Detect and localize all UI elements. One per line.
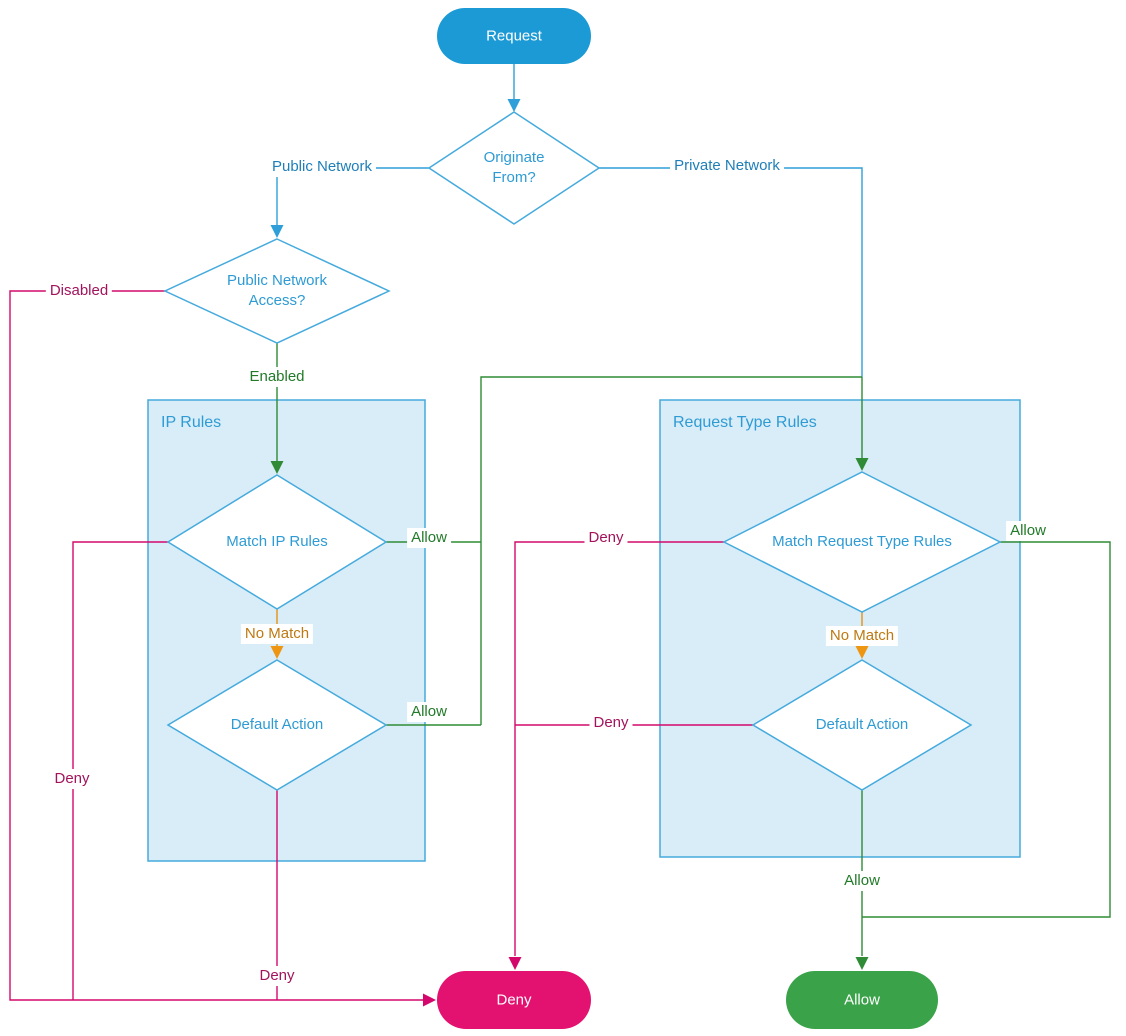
request-node-label: Request: [486, 27, 542, 45]
public-network-access-label: Public Network Access?: [226, 271, 328, 309]
public-network-edge-label: Public Network: [267, 157, 377, 177]
rt-default-action-diamond: [751, 659, 973, 791]
allow-terminal-node: [786, 971, 938, 1029]
match-request-type-rules-label: Match Request Type Rules: [772, 532, 952, 550]
ip-match-deny-edge-label: Deny: [50, 769, 94, 789]
edge-private-network: [599, 167, 863, 377]
edge-ip-match-deny: [72, 541, 168, 1000]
match-ip-rules-diamond: [166, 474, 388, 610]
match-request-type-rules-diamond: [722, 471, 1002, 613]
rt-default-allow-edge-label: Allow: [840, 871, 884, 891]
arrowhead-into-match-request-type: [855, 458, 869, 471]
ip-default-deny-edge-label: Deny: [255, 966, 299, 986]
match-ip-rules-label: Match IP Rules: [226, 532, 328, 550]
arrowhead-into-deny-node-left: [423, 993, 436, 1007]
arrowhead-into-deny-node-top: [508, 957, 522, 970]
deny-terminal-node: [437, 971, 591, 1029]
public-network-access-diamond: [163, 238, 391, 344]
allow-node-label: Allow: [844, 991, 880, 1009]
deny-node-label: Deny: [496, 991, 532, 1009]
arrowhead-into-originate: [507, 99, 521, 112]
originate-from-diamond: [427, 111, 601, 225]
arrowhead-into-public-network-access: [270, 225, 284, 238]
ip-match-allow-edge-label: Allow: [407, 528, 451, 548]
ip-default-allow-edge-label: Allow: [407, 702, 451, 722]
rt-default-action-label: Default Action: [815, 715, 909, 733]
ip-default-action-label: Default Action: [230, 715, 324, 733]
arrowhead-into-match-ip-rules: [270, 461, 284, 474]
arrowhead-into-ip-default-action: [270, 646, 284, 659]
disabled-edge-label: Disabled: [45, 281, 113, 301]
edge-rt-match-allow: [862, 541, 1111, 918]
rt-match-deny-edge-label: Deny: [584, 528, 628, 548]
arrowhead-into-rt-default-action: [855, 646, 869, 659]
arrowhead-into-allow-node: [855, 957, 869, 970]
enabled-edge-label: Enabled: [245, 367, 309, 387]
request-type-rules-group-title: Request Type Rules: [673, 414, 817, 431]
rt-default-deny-edge-label: Deny: [589, 713, 633, 733]
ip-no-match-edge-label: No Match: [240, 624, 314, 644]
originate-from-label: Originate From?: [483, 148, 545, 186]
edge-ip-allow-to-request-type: [480, 376, 862, 725]
rt-match-allow-edge-label: Allow: [1006, 521, 1050, 541]
ip-rules-group-title: IP Rules: [161, 414, 222, 431]
request-terminal-node: [437, 8, 591, 64]
rt-no-match-edge-label: No Match: [825, 626, 899, 646]
ip-default-action-diamond: [166, 659, 388, 791]
edge-rt-match-deny: [514, 541, 724, 956]
private-network-edge-label: Private Network: [670, 156, 784, 176]
